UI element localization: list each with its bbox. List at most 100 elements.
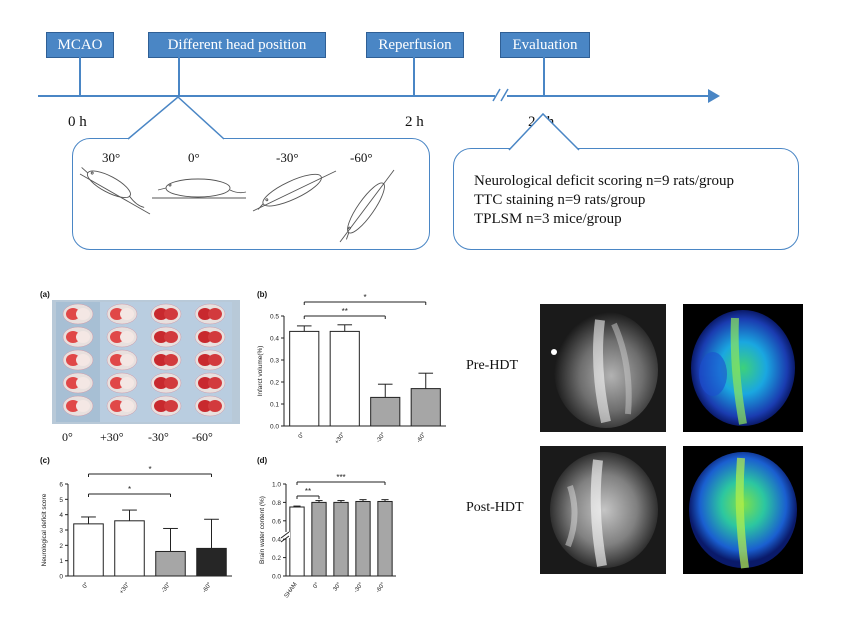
slice-red (198, 308, 212, 320)
ttc-slices-image (56, 302, 232, 422)
slice-red (110, 354, 124, 366)
connector-head-position (178, 57, 180, 95)
evaluation-line-2: TTC staining n=9 rats/group (474, 192, 646, 208)
slice-lesion (164, 308, 178, 320)
panel-d-label: (d) (257, 456, 268, 465)
row-label-pre-hdt: Pre-HDT (466, 358, 519, 373)
slice-lesion (208, 400, 222, 412)
y-tick-label: 5 (59, 497, 63, 504)
slice-lesion (120, 331, 134, 343)
slice-red (154, 354, 168, 366)
y-axis-label: Neurological deficit score (41, 493, 48, 566)
axis-break-mark (280, 535, 290, 543)
timeline-axis (38, 95, 710, 97)
connector-evaluation (543, 57, 545, 95)
bar (410, 388, 441, 427)
slice-lesion (164, 331, 178, 343)
bar (329, 330, 360, 427)
panel-b-label: (b) (257, 290, 268, 299)
x-tick-label: 0° (298, 431, 307, 440)
panel-c-label: (c) (40, 456, 50, 465)
y-tick-label: 0.4 (270, 336, 279, 343)
slice-red (198, 354, 212, 366)
evaluation-pointer (508, 112, 580, 151)
bar (377, 500, 393, 577)
slice-lesion (120, 308, 134, 320)
slice-red (66, 354, 80, 366)
bar (289, 506, 305, 577)
callout-pointer (127, 96, 225, 140)
y-axis-label: Infarct volume(%) (257, 346, 264, 397)
slice-red (154, 308, 168, 320)
event-mcao: MCAO (46, 32, 114, 58)
slice-lesion (208, 377, 222, 389)
bar (73, 523, 104, 577)
bar (155, 550, 186, 577)
slice-red (198, 331, 212, 343)
x-tick-label: -30° (376, 431, 388, 444)
bar (114, 520, 145, 577)
significance-label: * (363, 294, 366, 302)
post-hdt-grayscale-scan (540, 446, 666, 574)
significance-label: ** (342, 307, 348, 316)
ttc-slices-photo (52, 300, 240, 424)
y-tick-label: 1.0 (272, 482, 281, 489)
ttc-angle-neg60: -60° (192, 430, 213, 444)
slice-red (154, 400, 168, 412)
slice-lesion (208, 308, 222, 320)
timeline-arrowhead (708, 89, 720, 103)
x-tick-label: -60° (416, 431, 428, 444)
evaluation-text: Neurological deficit scoring n=9 rats/gr… (474, 172, 734, 229)
slice-red (198, 400, 212, 412)
x-tick-label: 0° (82, 581, 91, 590)
row-label-post-hdt: Post-HDT (466, 500, 524, 515)
slice-red (110, 308, 124, 320)
connector-mcao (79, 57, 81, 95)
y-tick-label: 0.2 (272, 555, 281, 562)
y-tick-label: 0.6 (272, 518, 281, 525)
significance-label: ** (305, 487, 311, 496)
x-tick-label: -30° (161, 581, 173, 594)
time-0h: 0 h (68, 114, 87, 130)
significance-label: * (128, 485, 131, 494)
evaluation-line-3: TPLSM n=3 mice/group (474, 211, 622, 227)
slice-red (198, 377, 212, 389)
y-tick-label: 1 (59, 558, 63, 565)
y-tick-label: 0.8 (272, 500, 281, 507)
x-tick-label: 30° (333, 581, 343, 592)
ttc-angle-neg30: -30° (148, 430, 169, 444)
head-position-box (72, 138, 430, 250)
y-tick-label: 0.0 (270, 424, 279, 431)
time-2h: 2 h (405, 114, 424, 130)
angle-label-0: 0° (188, 150, 200, 165)
slice-red (66, 308, 80, 320)
bar (355, 500, 371, 577)
slice-lesion (208, 331, 222, 343)
bar (311, 501, 327, 577)
y-axis-label: Brain water content (%) (259, 496, 266, 564)
connector-reperfusion (413, 57, 415, 95)
slice-red (110, 400, 124, 412)
bar (196, 547, 227, 577)
slice-lesion (120, 400, 134, 412)
bar (333, 501, 349, 577)
event-head-position: Different head position (148, 32, 326, 58)
slice-red (66, 400, 80, 412)
post-hdt-color-scan (683, 446, 803, 574)
y-tick-label: 3 (59, 528, 63, 535)
panel-a-label: (a) (40, 290, 50, 299)
axis-break-icon (492, 88, 509, 102)
slice-lesion (208, 354, 222, 366)
x-tick-label: +30° (119, 581, 131, 595)
pre-hdt-grayscale-scan (540, 304, 666, 432)
x-tick-label: -60° (375, 581, 387, 594)
slice-red (66, 331, 80, 343)
pre-hdt-color-scan (683, 304, 803, 432)
y-tick-label: 0.4 (272, 537, 281, 544)
event-evaluation: Evaluation (500, 32, 590, 58)
y-tick-label: 6 (59, 482, 63, 489)
slice-red (66, 377, 80, 389)
evaluation-box (453, 148, 799, 250)
